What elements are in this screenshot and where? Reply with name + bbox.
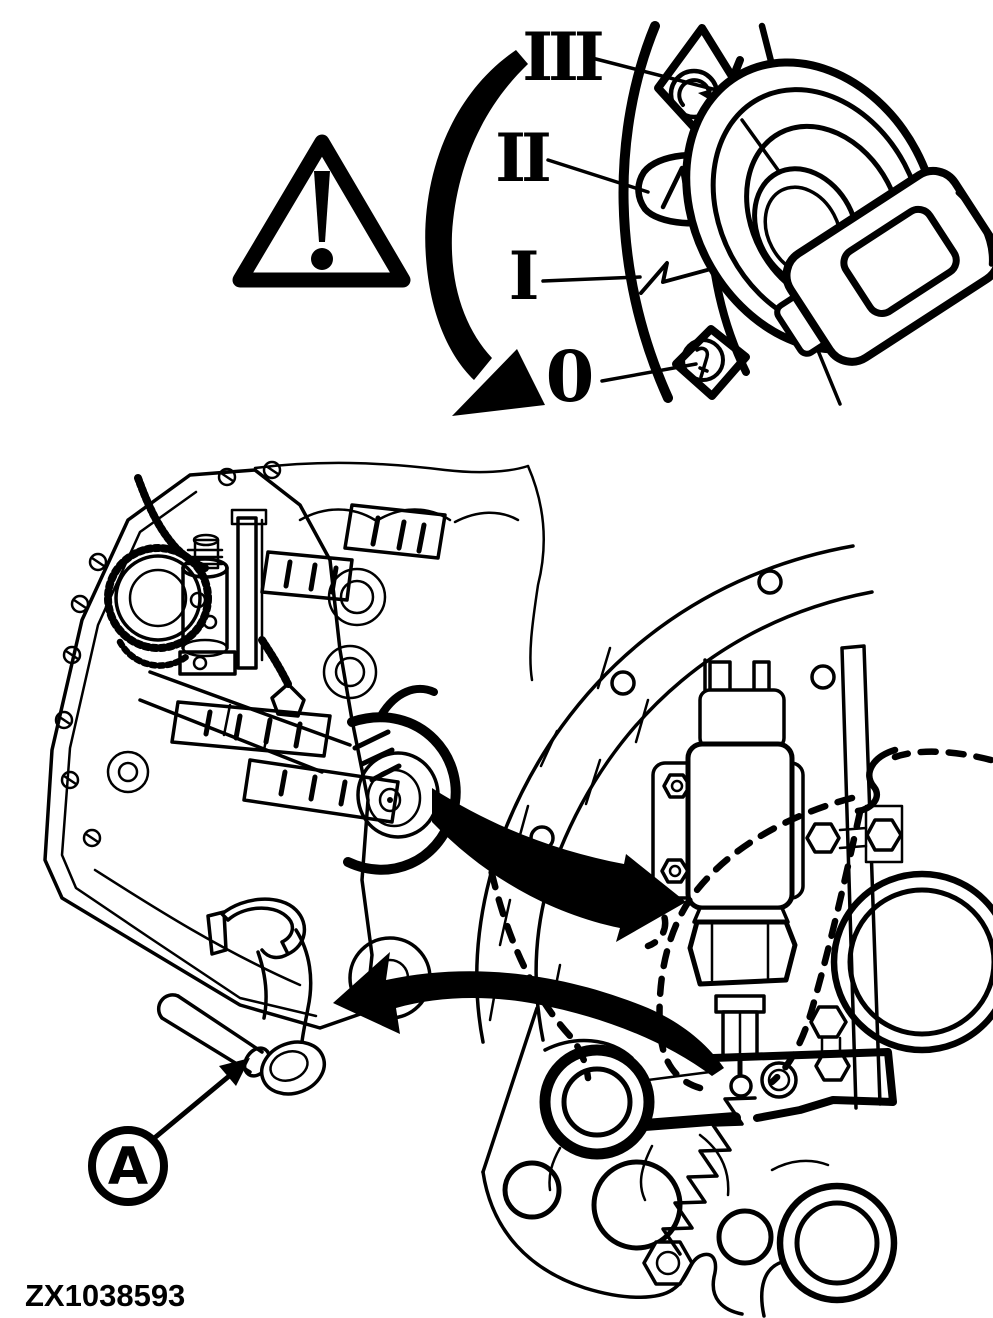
clip-tab: [206, 910, 228, 956]
shaft-bracket-plates: [170, 503, 447, 824]
lever-boss: [259, 1040, 327, 1096]
key-symbol-icon: [681, 338, 725, 382]
flange-hole: [757, 569, 783, 595]
position-label-ii: II: [495, 119, 549, 197]
callout-a-label: A: [108, 1137, 148, 1197]
detail-arrow-to-solenoid: [432, 788, 686, 942]
pump-drive-gear: [104, 544, 212, 669]
housing-bolts: [54, 460, 282, 848]
position-label-iii: III: [522, 18, 602, 96]
hose-clamp-ring: [830, 870, 993, 1054]
ignition-key: [774, 166, 993, 366]
bracket-bolt: [865, 818, 903, 852]
flange-hole: [610, 670, 636, 696]
part-a-pin: [156, 993, 272, 1078]
elbow-fitting: [270, 682, 306, 718]
callout-a-arrow: [149, 1069, 237, 1143]
position-label-0: 0: [546, 335, 595, 418]
lever-pivot-hole: [729, 1074, 753, 1098]
leader-line-ii: [546, 158, 650, 194]
warning-triangle-icon: [232, 134, 411, 288]
lower-hex-nut: [642, 1240, 694, 1286]
flange-hole: [810, 664, 836, 690]
lever-eye-ring: [539, 1044, 655, 1160]
figure-code: ZX1038593: [25, 1278, 185, 1313]
callout-a-badge: [88, 1126, 168, 1206]
bracket-bolt: [805, 822, 841, 854]
wiring-braid: [134, 474, 209, 572]
rotation-direction-arrow-icon: [425, 50, 545, 416]
power-on-symbol-icon: [639, 258, 746, 295]
plate-bolt: [662, 773, 692, 799]
detail-arrow-to-lever: [333, 952, 724, 1076]
lever-part-a: [156, 897, 327, 1096]
callout-a: A: [88, 1058, 250, 1206]
return-spring: [661, 1096, 757, 1256]
shutoff-solenoid: [651, 658, 805, 1081]
wiring-braid-lower: [258, 636, 292, 688]
control-lever: [639, 1048, 897, 1131]
plate-bolt: [660, 858, 690, 884]
governor-housing: [481, 1006, 898, 1318]
leader-line-i: [541, 275, 642, 283]
position-label-i: I: [509, 237, 540, 315]
support-bracket: [805, 644, 904, 1110]
solenoid-cap: [698, 688, 786, 750]
camshaft: [138, 670, 352, 774]
clip-hook: [220, 897, 307, 956]
solenoid-hex-fitting: [687, 919, 798, 987]
fuel-injection-pump: [178, 508, 268, 676]
